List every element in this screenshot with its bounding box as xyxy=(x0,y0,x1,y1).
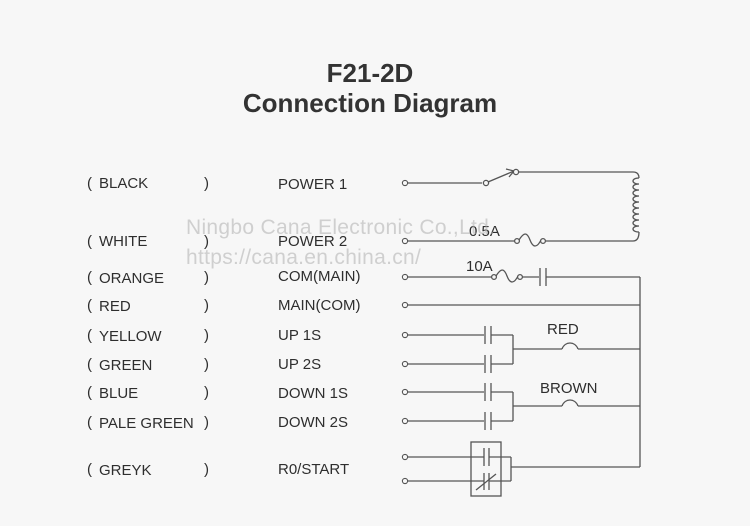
diagram-model-title: F21-2D xyxy=(326,58,414,88)
wire-color-greyk: GREYK xyxy=(99,462,152,479)
paren-open: ( xyxy=(87,356,92,373)
paren-open: ( xyxy=(87,414,92,431)
terminal-icon xyxy=(401,417,409,425)
wire-function-main-com: MAIN(COM) xyxy=(278,297,361,314)
diagram-subtitle: Connection Diagram xyxy=(242,88,498,118)
paren-close: ) xyxy=(204,233,209,250)
paren-open: ( xyxy=(87,269,92,286)
paren-close: ) xyxy=(204,327,209,344)
wire-function-down-2s: DOWN 2S xyxy=(278,414,349,431)
terminal-icon xyxy=(401,477,409,485)
contact-icon xyxy=(484,383,492,401)
terminal-points xyxy=(401,179,409,485)
contact-icon xyxy=(484,412,492,430)
motor-winding-brown-icon xyxy=(561,399,579,407)
wire-function-r0-start: R0/START xyxy=(278,461,350,478)
fuse-icon xyxy=(490,269,524,283)
wire-color-blue: BLUE xyxy=(99,385,139,402)
wire-color-yellow: YELLOW xyxy=(99,328,162,345)
terminal-icon xyxy=(401,273,409,281)
wire-color-white: WHITE xyxy=(99,233,148,250)
contact-icon xyxy=(484,326,492,344)
paren-open: ( xyxy=(87,384,92,401)
wire-color-black: BLACK xyxy=(99,175,149,192)
fuse-icon xyxy=(513,233,547,247)
wire-function-power-1: POWER 1 xyxy=(278,176,348,193)
start-switch-block-icon xyxy=(470,441,512,497)
wire-function-up-1s: UP 1S xyxy=(278,327,322,344)
paren-open: ( xyxy=(87,297,92,314)
wire-color-red: RED xyxy=(99,298,131,315)
paren-close: ) xyxy=(204,461,209,478)
paren-close: ) xyxy=(204,269,209,286)
fuse-rating-power: 0.5A xyxy=(469,223,500,240)
paren-close: ) xyxy=(204,356,209,373)
contact-icon xyxy=(484,355,492,373)
wire-color-orange: ORANGE xyxy=(99,270,165,287)
paren-close: ) xyxy=(204,384,209,401)
terminal-icon xyxy=(401,301,409,309)
paren-open: ( xyxy=(87,175,92,192)
terminal-icon xyxy=(401,237,409,245)
contact-icon xyxy=(539,268,547,286)
motor-winding-red-icon xyxy=(561,342,579,350)
terminal-icon xyxy=(401,331,409,339)
wire-function-down-1s: DOWN 1S xyxy=(278,385,349,402)
terminal-icon xyxy=(401,360,409,368)
watermark-company: Ningbo Cana Electronic Co.,Ltd. xyxy=(186,216,496,239)
paren-open: ( xyxy=(87,233,92,250)
motor-label-brown: BROWN xyxy=(540,380,598,397)
motor-label-red: RED xyxy=(547,321,579,338)
paren-close: ) xyxy=(204,175,209,192)
wire-color-green: GREEN xyxy=(99,357,153,374)
switch-icon xyxy=(482,168,520,187)
wire-function-up-2s: UP 2S xyxy=(278,356,322,373)
terminal-icon xyxy=(401,453,409,461)
terminal-icon xyxy=(401,179,409,187)
wire-function-power-2: POWER 2 xyxy=(278,233,348,250)
wire-function-com-main: COM(MAIN) xyxy=(278,268,361,285)
paren-open: ( xyxy=(87,327,92,344)
coil-icon xyxy=(632,171,640,242)
wire-color-pale-green: PALE GREEN xyxy=(99,415,194,432)
paren-close: ) xyxy=(204,297,209,314)
paren-close: ) xyxy=(204,414,209,431)
paren-open: ( xyxy=(87,461,92,478)
terminal-icon xyxy=(401,388,409,396)
fuse-rating-main: 10A xyxy=(466,258,493,275)
watermark-url: https://cana.en.china.cn/ xyxy=(186,246,422,269)
